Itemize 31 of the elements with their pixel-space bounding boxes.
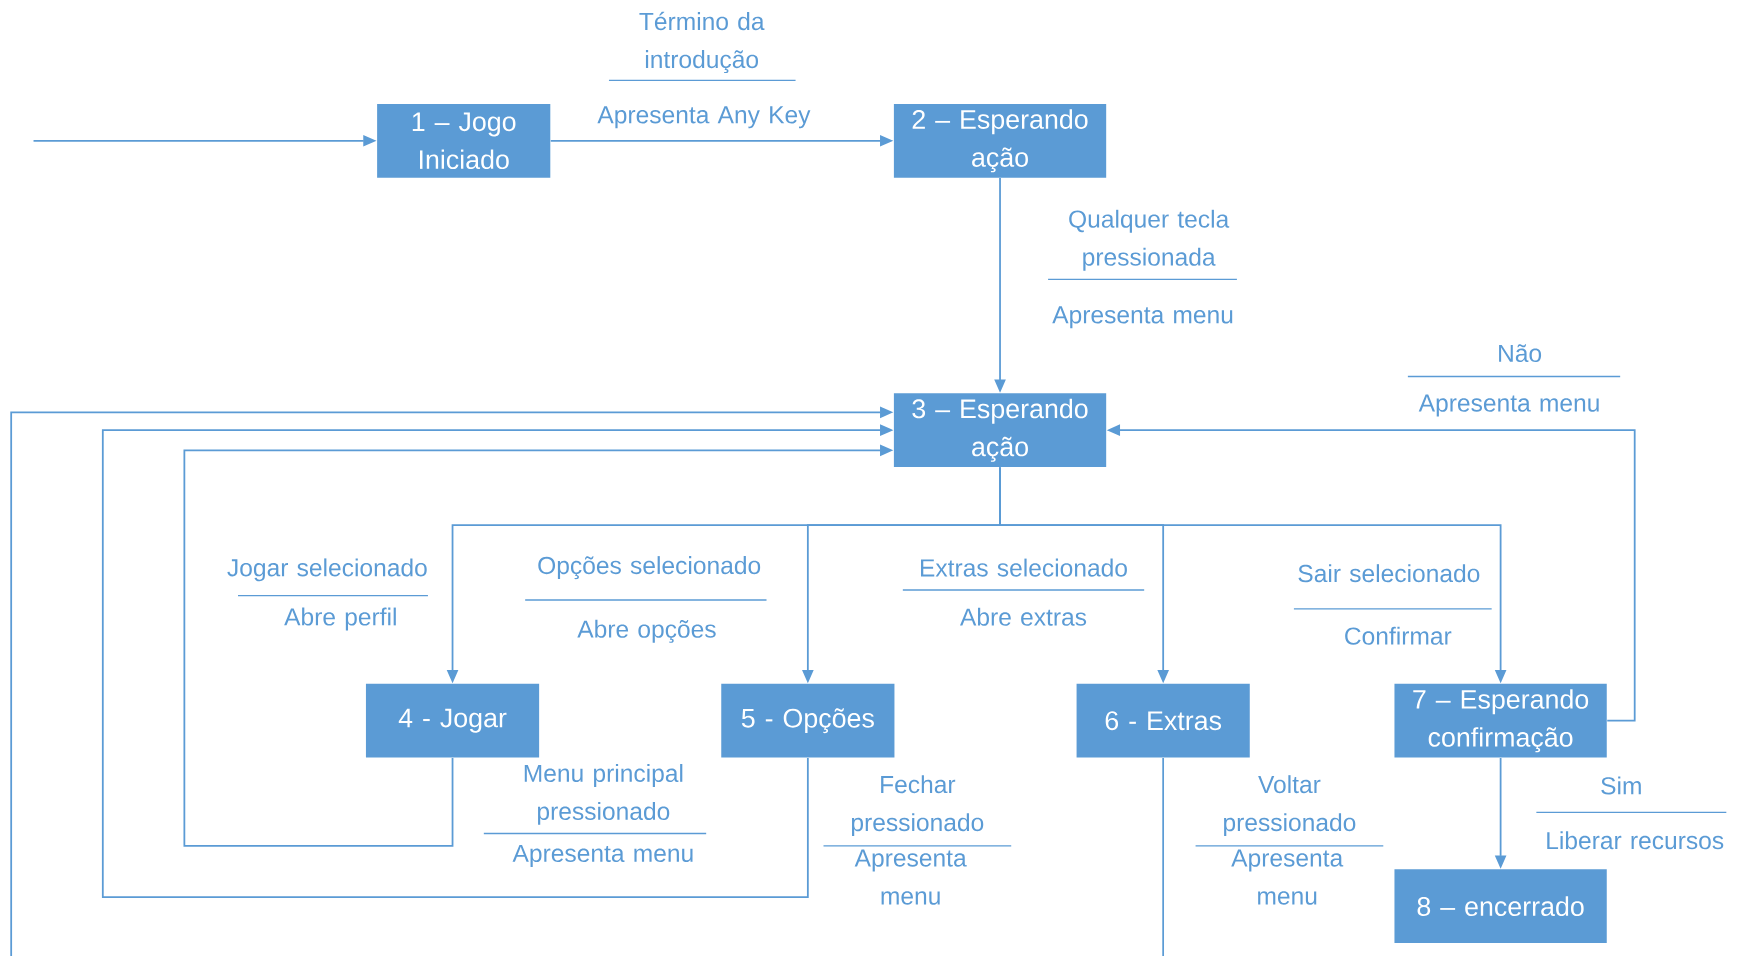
transition-label: Apresenta Any Key [597, 106, 811, 129]
transition-label: Liberar recursos [1547, 831, 1724, 850]
transition-label: Apresenta menu [854, 849, 967, 905]
transition-label: Confirmar [1345, 626, 1452, 645]
transition-label: Não [1499, 343, 1542, 362]
transition-label: Qualquer tecla pressionada [1069, 209, 1230, 271]
transition-label: Fechar pressionado [851, 774, 984, 836]
transition-label: Apresenta menu [1052, 306, 1233, 329]
transition-label: Abre extras [960, 607, 1087, 626]
transition-label: Apresenta menu [1231, 849, 1344, 905]
transition-label: Jogar selecionado [227, 558, 427, 582]
transition-label: Sair selecionado [1298, 563, 1480, 582]
transition-label: Menu principal pressionado [524, 763, 683, 825]
transition-label: Extras selecionado [921, 558, 1127, 577]
transition-label: Sim [1601, 776, 1641, 795]
transition-label: Término da introdução [639, 11, 765, 73]
state-box: 2 – Esperando ação [893, 103, 1107, 178]
transition-label: Abre opções [577, 619, 716, 643]
state-box: 4 - Jogar [365, 683, 540, 758]
transition-label: Abre perfil [284, 607, 396, 631]
transition-label: Apresenta menu [1418, 394, 1599, 417]
state-box: 3 – Esperando ação [893, 393, 1107, 467]
arrow [10, 406, 1165, 956]
state-box: 5 - Opções [721, 683, 895, 758]
state-box: 8 – encerrado [1394, 869, 1607, 943]
transition-label: Apresenta menu [512, 844, 693, 867]
state-box: 1 – Jogo Iniciado [377, 103, 551, 178]
transition-label: Opções selecionado [538, 555, 761, 579]
transition-label: Voltar pressionado [1224, 774, 1356, 836]
state-box: 7 – Esperando confirmação [1394, 683, 1607, 758]
state-box: 6 - Extras [1076, 683, 1250, 758]
